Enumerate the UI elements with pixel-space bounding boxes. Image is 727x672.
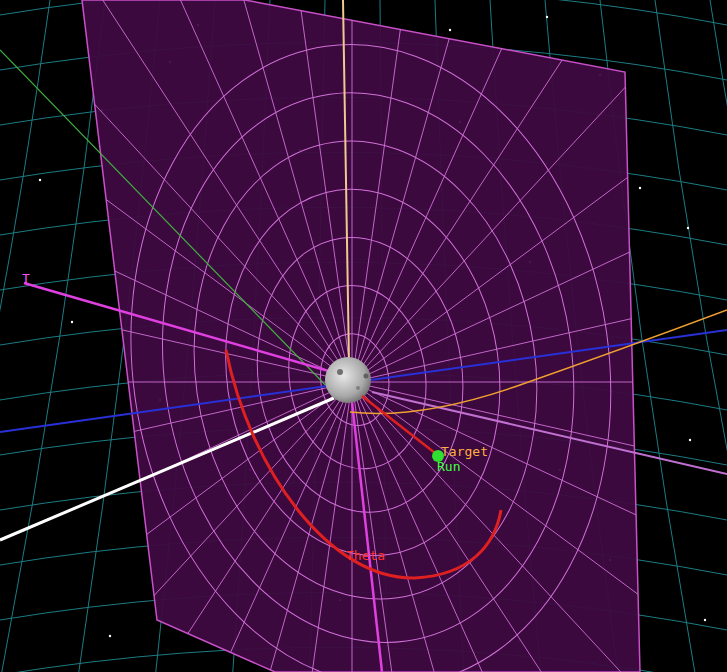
plane-ring <box>165 119 566 622</box>
theta-arc <box>226 350 501 578</box>
plane-spoke <box>2 382 352 672</box>
plane-spoke <box>352 382 702 672</box>
plane-spoke <box>352 382 727 383</box>
plane-spoke <box>230 0 352 382</box>
star <box>546 16 548 18</box>
plane-spoke <box>2 0 352 382</box>
axis-line <box>343 0 349 362</box>
scene-label: T <box>22 272 30 286</box>
plane-spoke <box>352 0 591 382</box>
axis-line <box>24 283 332 372</box>
plane-spoke <box>352 382 353 672</box>
plane-spoke <box>352 382 727 538</box>
star <box>449 29 451 31</box>
plane-ring <box>202 171 523 573</box>
plane-spoke <box>352 382 727 672</box>
target-line <box>362 396 435 453</box>
axis-line <box>0 398 334 540</box>
star <box>39 179 41 181</box>
axis-line <box>372 392 727 474</box>
axis-line <box>0 50 336 396</box>
plane-spoke <box>352 226 727 382</box>
grid-line <box>710 0 727 672</box>
star <box>639 187 641 189</box>
plane-spoke <box>0 0 352 382</box>
plane-spoke <box>113 0 352 382</box>
plane-spoke <box>352 74 727 382</box>
grid-line <box>2 0 105 672</box>
plane-spoke <box>352 382 727 672</box>
scene-label: Target <box>441 445 488 459</box>
star <box>704 619 706 621</box>
star <box>689 439 691 441</box>
plane-spoke <box>352 382 727 672</box>
plane-spoke <box>0 74 352 382</box>
plane-spoke <box>352 382 591 672</box>
plane-ring <box>128 66 609 669</box>
crater <box>356 386 360 390</box>
axis-line <box>0 330 727 432</box>
plane-spoke <box>352 382 474 672</box>
plane-spoke <box>352 0 727 382</box>
plane-spoke <box>352 0 474 382</box>
plane-spoke <box>0 0 352 382</box>
crater <box>337 369 343 375</box>
plane-spoke <box>0 382 352 383</box>
plane-spoke <box>0 382 352 538</box>
scene-label: Theta <box>346 549 385 563</box>
trajectory <box>350 310 727 413</box>
plane-spoke <box>352 0 727 382</box>
plane-spoke <box>352 0 727 382</box>
star <box>109 635 111 637</box>
scene-label: Run <box>437 460 460 474</box>
axis-line <box>352 402 382 672</box>
crater <box>364 374 369 379</box>
star <box>687 227 689 229</box>
star <box>71 321 73 323</box>
plane-spoke <box>352 0 353 382</box>
grid-line <box>0 0 50 672</box>
plane-spoke <box>352 382 727 672</box>
plane-spoke <box>113 382 352 672</box>
